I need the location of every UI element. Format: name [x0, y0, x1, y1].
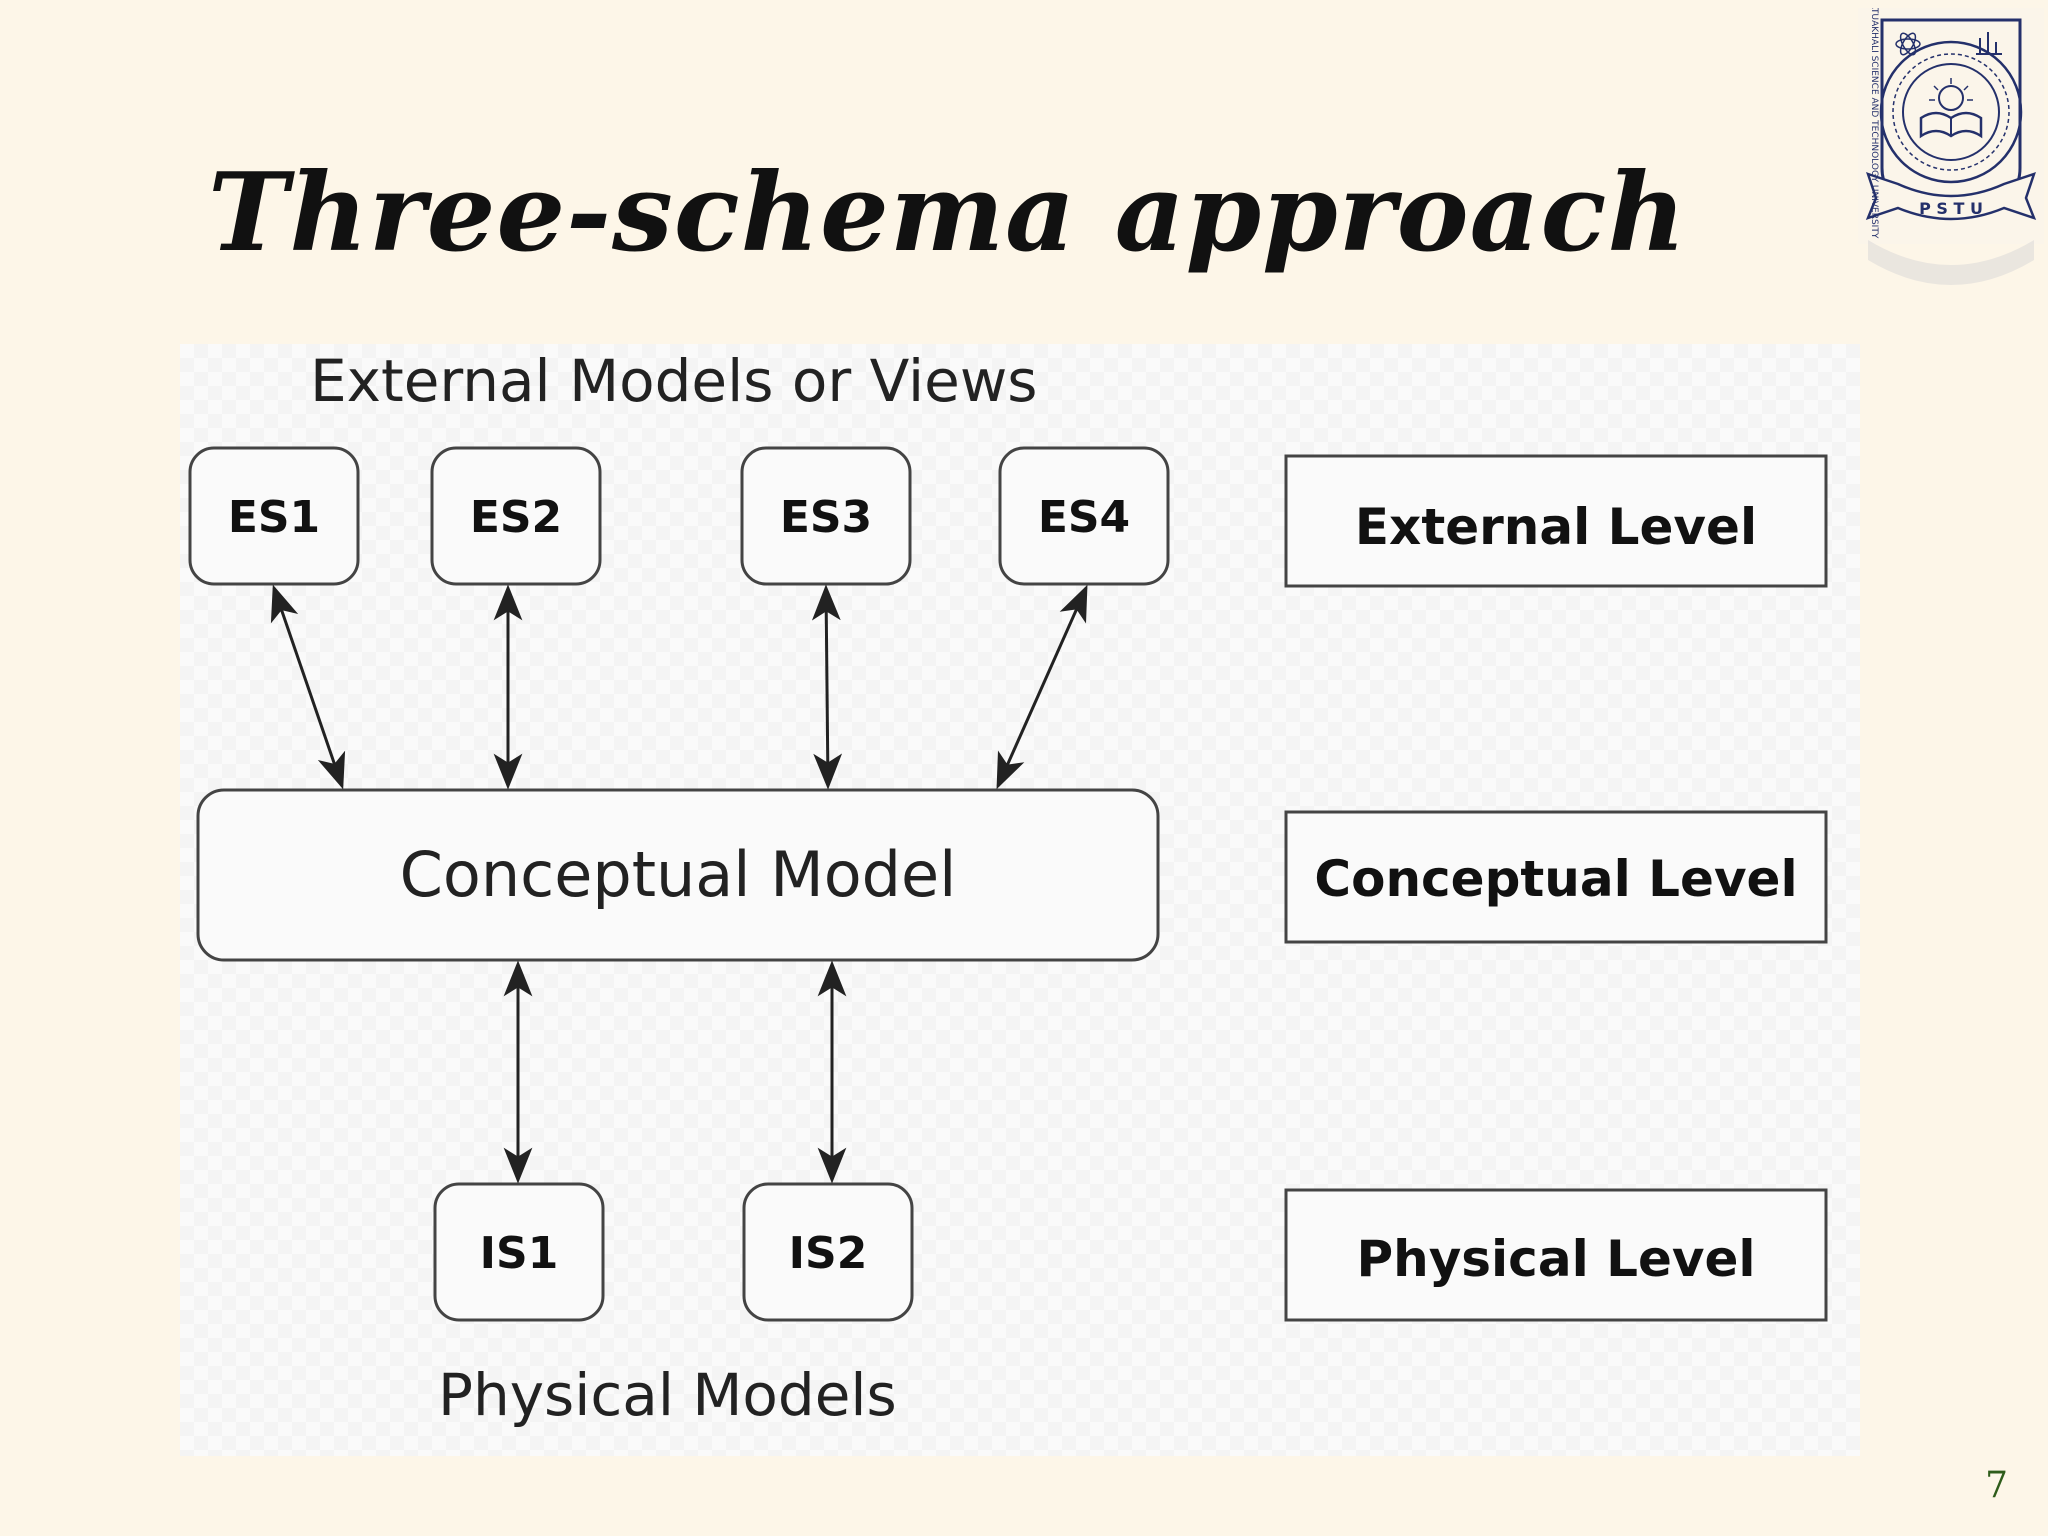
arrow-es4-conceptual: [996, 584, 1088, 790]
page-number: 7: [1985, 1465, 2008, 1506]
physical-models-heading: Physical Models: [438, 1361, 897, 1429]
logo-reflection: [1858, 240, 2044, 310]
es4-label: ES4: [1038, 492, 1130, 543]
university-seal-icon: P S T U PATUAKHALI SCIENCE AND TECHNOLOG…: [1858, 0, 2044, 244]
conceptual-model-label: Conceptual Model: [400, 838, 957, 911]
internal-schema-is1[interactable]: IS1: [433, 1182, 605, 1322]
external-schema-es1[interactable]: ES1: [188, 446, 360, 586]
external-level-label: External Level: [1355, 498, 1757, 556]
three-schema-diagram: External Models or Views Physical Models…: [180, 344, 1860, 1456]
physical-level-box: Physical Level: [1284, 1188, 1828, 1322]
conceptual-level-label: Conceptual Level: [1314, 850, 1797, 908]
external-level-box: External Level: [1284, 454, 1828, 588]
es2-label: ES2: [470, 492, 562, 543]
conceptual-level-box: Conceptual Level: [1284, 810, 1828, 944]
external-schema-es3[interactable]: ES3: [740, 446, 912, 586]
external-schema-es2[interactable]: ES2: [430, 446, 602, 586]
es1-label: ES1: [228, 492, 320, 543]
is2-label: IS2: [789, 1228, 868, 1279]
arrow-es3-conceptual: [811, 584, 843, 790]
internal-schema-is2[interactable]: IS2: [742, 1182, 914, 1322]
slide-title: Three-schema approach: [208, 150, 1687, 276]
external-schema-es4[interactable]: ES4: [998, 446, 1170, 586]
es3-label: ES3: [780, 492, 872, 543]
seal-letters: P S T U: [1919, 199, 1983, 218]
seal-arc-text: PATUAKHALI SCIENCE AND TECHNOLOGY UNIVER…: [1869, 8, 1879, 239]
conceptual-model-box[interactable]: Conceptual Model: [196, 788, 1160, 962]
arrow-es1-conceptual: [270, 584, 346, 790]
is1-label: IS1: [480, 1228, 559, 1279]
physical-level-label: Physical Level: [1356, 1230, 1755, 1288]
external-models-heading: External Models or Views: [310, 347, 1038, 415]
